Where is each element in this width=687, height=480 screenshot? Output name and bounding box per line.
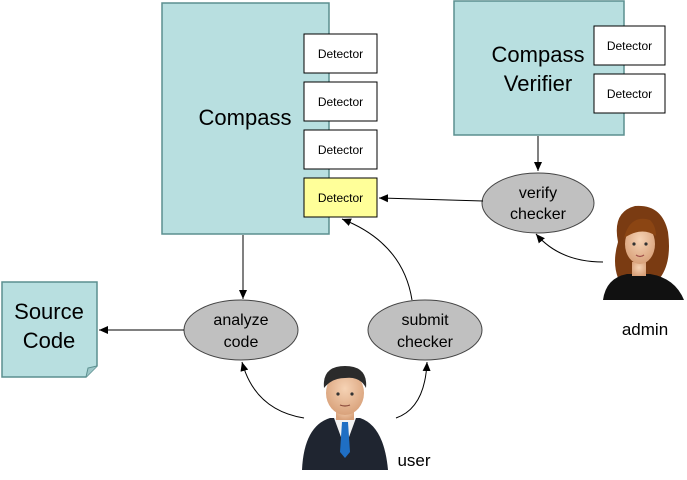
verify-to-detector-arrow bbox=[378, 194, 484, 203]
verify-checker-line2: checker bbox=[510, 206, 567, 223]
detector-label: Detector bbox=[318, 191, 363, 205]
user-to-analyze-arrow bbox=[240, 361, 305, 419]
detector-label: Detector bbox=[318, 95, 363, 109]
user-avatar-icon bbox=[302, 366, 388, 470]
source-code-line2: Code bbox=[23, 328, 76, 353]
verify-checker-action: verify checker bbox=[481, 172, 595, 234]
compass-detector-3: Detector bbox=[303, 129, 378, 170]
verifier-detector-2: Detector bbox=[593, 73, 666, 114]
analyze-code-line1: analyze bbox=[213, 312, 268, 329]
submit-checker-action: submit checker bbox=[367, 299, 483, 361]
source-code-line1: Source bbox=[14, 299, 84, 324]
verifier-box: Compass Verifier bbox=[453, 0, 625, 136]
admin-label: admin bbox=[622, 320, 668, 339]
submit-checker-line1: submit bbox=[401, 312, 449, 329]
arrows bbox=[99, 136, 604, 419]
source-code-document: Source Code bbox=[1, 281, 98, 378]
compass-box: Compass bbox=[161, 2, 330, 235]
verifier-title-line2: Verifier bbox=[504, 71, 572, 96]
compass-detector-1: Detector bbox=[303, 33, 378, 74]
detector-label: Detector bbox=[318, 47, 363, 61]
submit-checker-line2: checker bbox=[397, 334, 454, 351]
compass-detector-2: Detector bbox=[303, 81, 378, 122]
analyze-code-line2: code bbox=[224, 334, 259, 351]
user-label: user bbox=[397, 451, 430, 470]
verifier-detector-1: Detector bbox=[593, 25, 666, 66]
compass-title: Compass bbox=[199, 105, 292, 130]
submit-to-detector-arrow bbox=[341, 218, 413, 301]
compass-detector-new: Detector bbox=[303, 177, 378, 218]
detector-label: Detector bbox=[607, 39, 652, 53]
detector-label: Detector bbox=[607, 87, 652, 101]
analyze-code-action: analyze code bbox=[183, 299, 299, 361]
user-to-submit-arrow bbox=[395, 361, 431, 419]
detector-label: Detector bbox=[318, 143, 363, 157]
admin-to-verify-arrow bbox=[535, 233, 604, 263]
admin-avatar-icon bbox=[603, 205, 684, 300]
verify-checker-line1: verify bbox=[519, 185, 557, 202]
verifier-title-line1: Compass bbox=[492, 42, 585, 67]
